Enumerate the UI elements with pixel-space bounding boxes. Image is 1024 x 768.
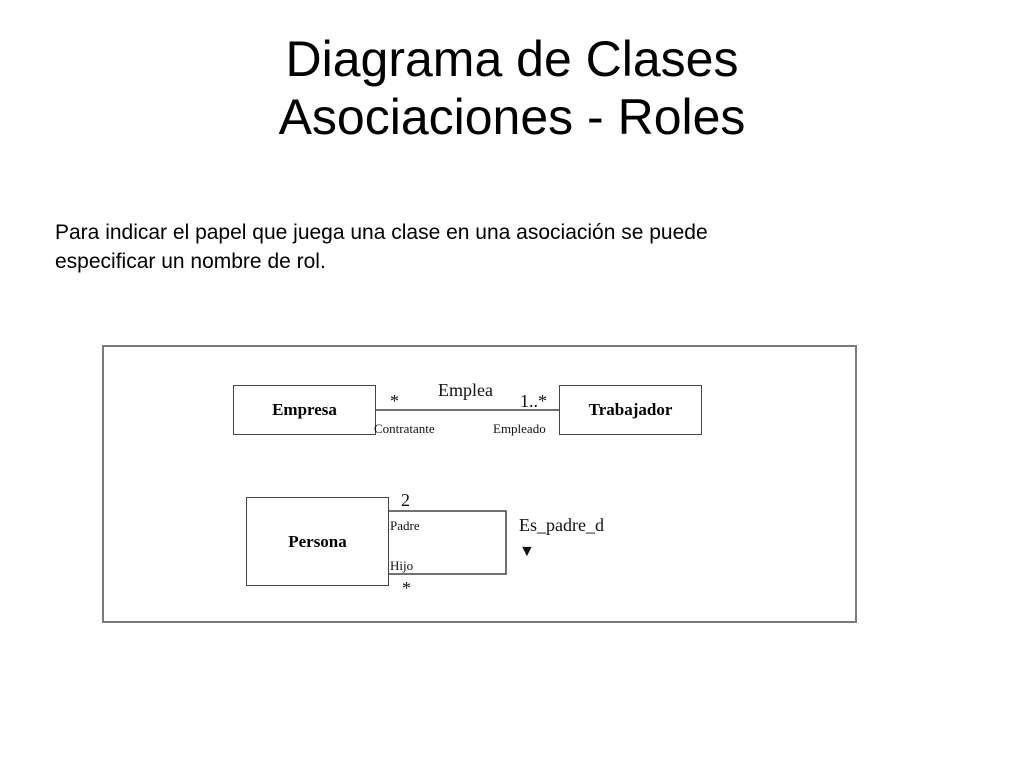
- slide-title: Diagrama de Clases Asociaciones - Roles: [0, 30, 1024, 146]
- uml-class-diagram: Empresa Trabajador Persona Emplea * 1..*…: [102, 345, 857, 623]
- title-line-2: Asociaciones - Roles: [278, 89, 746, 145]
- es-padre-association-loop: [389, 510, 507, 575]
- role-hijo: Hijo: [390, 558, 414, 573]
- body-line-1: Para indicar el papel que juega una clas…: [55, 221, 708, 244]
- role-empleado: Empleado: [493, 421, 546, 436]
- multiplicity-trabajador: 1..*: [520, 391, 547, 411]
- class-trabajador: Trabajador: [559, 385, 702, 435]
- role-padre: Padre: [390, 518, 420, 533]
- title-line-1: Diagrama de Clases: [285, 31, 739, 87]
- multiplicity-padre: 2: [401, 490, 410, 510]
- association-name-es-padre: Es_padre_d: [519, 515, 604, 535]
- diagram-lines: [376, 409, 560, 575]
- association-name-emplea: Emplea: [438, 380, 493, 400]
- role-contratante: Contratante: [374, 421, 435, 436]
- class-empresa: Empresa: [233, 385, 376, 435]
- direction-arrow-icon: ▼: [519, 543, 535, 560]
- multiplicity-hijo: *: [402, 578, 411, 598]
- slide-body-text: Para indicar el papel que juega una clas…: [55, 218, 915, 276]
- body-line-2: especificar un nombre de rol.: [55, 250, 326, 273]
- multiplicity-empresa: *: [390, 391, 399, 411]
- class-persona: Persona: [246, 497, 389, 586]
